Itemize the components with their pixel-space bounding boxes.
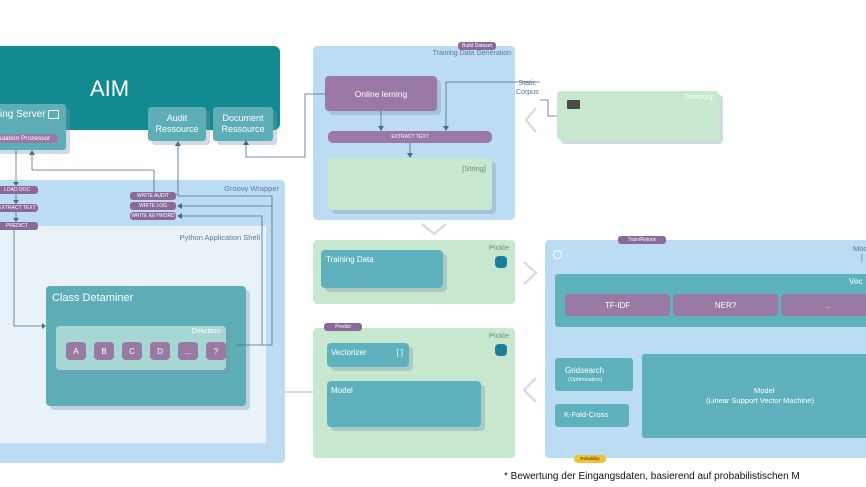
gridsearch-sub: (Optimization): [568, 377, 603, 383]
document-resource: Document Ressource: [213, 107, 273, 141]
class-b: B: [94, 342, 114, 360]
write-audit-pill: WRITE AUDIT: [130, 192, 176, 200]
chevron-left-icon: [524, 107, 537, 133]
groovy-label: Groovy Wrapper: [224, 184, 279, 193]
directory-box: Directory: [557, 91, 719, 140]
online-learning-box: Online lerning: [325, 76, 437, 111]
feature-tfidf: TF-IDF: [565, 294, 670, 316]
string-label: [String]: [462, 164, 486, 173]
write-log-pill: WRITE LOG: [130, 202, 176, 210]
dokclass-box: Dokclass A B C D ... ?: [56, 326, 226, 370]
class-determiner-title: Class Detaminer: [52, 292, 134, 304]
feature-ner: NER?: [673, 294, 778, 316]
mod-label: Mod: [853, 244, 866, 253]
vectorizer-box: Vectorizer [ ]: [327, 343, 409, 367]
feature-more: ..: [781, 294, 866, 316]
database-icon: [495, 256, 507, 268]
class-d: D: [150, 342, 170, 360]
server-label: ing Server: [0, 109, 46, 120]
static-corpus-label: Static Corpus: [516, 80, 539, 96]
chevron-down-icon: [421, 223, 447, 236]
gridsearch-box: Gridsearch (Optimization): [555, 358, 633, 391]
processor-label: ulation Prozessor: [0, 134, 58, 143]
pickle-label-bottom: Pickle: [488, 331, 509, 340]
directory-label: Directory: [684, 94, 713, 101]
mod-label-2: [: [861, 253, 864, 262]
briefcase-icon: [48, 110, 59, 119]
class-c: C: [122, 342, 142, 360]
train-model-sub: (Linear Support Vector Machine): [706, 396, 814, 405]
chevron-left-icon-2: [522, 377, 537, 403]
train-model-label: Model: [754, 386, 775, 395]
vectorizer-bracket: [ ]: [396, 348, 403, 357]
train-model-box: Model (Linear Support Vector Machine): [642, 354, 866, 438]
load-doc-pill: LOAD DOC: [0, 186, 38, 194]
class-more: ...: [178, 342, 198, 360]
pickle-model-box: Model: [327, 381, 481, 427]
train-retrain-badge: Train/Retrain: [618, 236, 666, 244]
aim-title: AIM: [90, 76, 130, 101]
dokclass-label: Dokclass: [191, 328, 220, 335]
string-box: [String]: [328, 158, 492, 210]
cycle-icon: [553, 250, 562, 259]
training-data-label: Training Data: [326, 255, 374, 264]
predict-pill: PREDICT: [0, 222, 38, 230]
training-title: Training Data Generation: [432, 50, 511, 57]
training-data-box: Training Data: [321, 250, 443, 288]
vec-box: Vec TF-IDF NER? ..: [555, 274, 866, 327]
vec-label: Vec: [849, 277, 863, 286]
extract-text-pill: EXTRACT TEXT: [0, 204, 38, 212]
gridsearch-label: Gridsearch: [565, 366, 605, 375]
folder-icon: [567, 100, 580, 109]
extract-text-bar: EXTRACT TEXT: [328, 131, 492, 143]
kfold-box: K-Fold-Cross: [555, 404, 629, 427]
class-determiner-box: Class Detaminer Dokclass A B C D ... ?: [46, 286, 246, 406]
class-unknown: ?: [206, 342, 226, 360]
audit-resource: Audit Ressource: [148, 107, 206, 141]
processing-server-box: ing Server ulation Prozessor: [0, 104, 66, 150]
python-shell-label: Python Application Shell: [179, 233, 260, 242]
kfold-label: K-Fold-Cross: [564, 410, 609, 419]
class-a: A: [66, 342, 86, 360]
pickle-model-label: Model: [331, 386, 353, 395]
build-dataset-badge: Build Dataset: [458, 42, 496, 50]
predict-badge: Predict: [324, 323, 362, 331]
reliability-badge: Reliability: [574, 455, 606, 463]
database-icon-2: [495, 344, 507, 356]
vectorizer-label: Vectorizer: [331, 348, 367, 357]
write-keyword-pill: WRITE KEYWORD: [130, 212, 176, 220]
chevron-right-icon: [523, 261, 538, 285]
pickle-label-top: Pickle: [488, 243, 509, 252]
footnote: * Bewertung der Eingangsdaten, basierend…: [504, 471, 800, 482]
